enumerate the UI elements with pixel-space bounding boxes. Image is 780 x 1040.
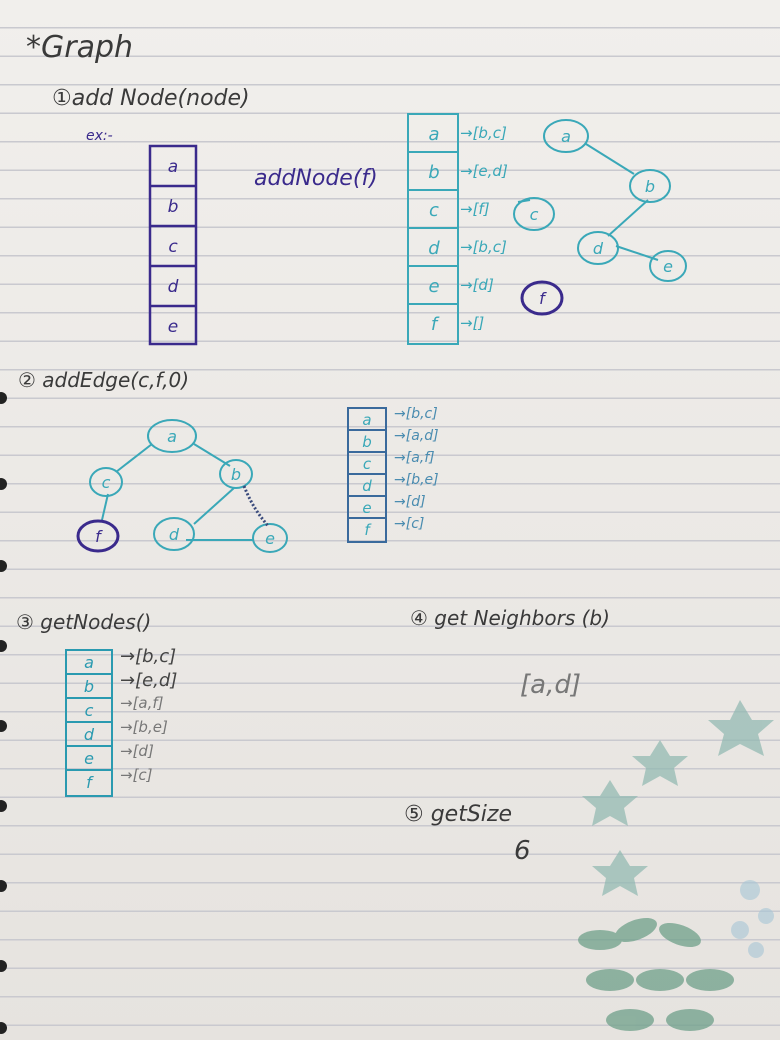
array-cell-label: f [364,521,372,539]
adjacency-list: →[] [460,314,485,332]
graph-diagram-1: a b c d e f [513,119,687,316]
adjacency-list: →[d] [460,276,494,294]
adjacency-list: →[c] [394,516,425,532]
background-pattern [578,700,774,1031]
array-cell-label: a [428,124,439,145]
array-cell-label: a [84,653,94,672]
graph-node-label: c [530,205,539,224]
binder-hole [0,960,7,972]
graph-node-label: b [645,177,655,196]
graph-node-label: e [265,529,275,548]
adjacency-list: →[a,f] [120,694,164,712]
array-cell-label: b [362,433,372,451]
graph-diagram-2: a c b f d e [76,419,288,553]
array-cell-label: b [168,197,179,217]
adjacency-list: →[b,c] [460,124,507,142]
size-result: 6 [514,836,531,866]
page-title: *Graph [26,30,134,65]
binder-hole [0,880,7,892]
adjacency-list: →[d] [394,494,426,510]
adjacency-list: →[b,c] [394,406,438,422]
array-cell-label: b [84,677,94,696]
array-cell-label: e [84,749,94,768]
section2-heading: ② addEdge(c,f,0) [18,368,189,392]
neighbors-result: [a,d] [520,670,581,700]
adjacency-list: →[b,e] [394,472,439,488]
binder-hole [0,560,7,572]
adjacency-list: →[f] [460,200,490,218]
array-cell-label: d [362,477,372,495]
example-label: ex:- [86,128,113,144]
adjacency-list: →[c] [120,766,153,784]
adjacency-list: →[e,d] [460,162,508,180]
adjacency-list: →[b,c] [460,238,507,256]
graph-node-label: f [539,289,547,308]
adjacency-list: →[d] [120,742,154,760]
adjacency-list: →[b,e] [120,718,168,736]
array-cell-label: c [363,455,372,473]
binder-hole [0,640,7,652]
graph-node-label: e [663,257,673,276]
adjacency-list: →[a,d] [394,428,439,444]
adjacency-list: →[b,c] [120,646,177,667]
binder-hole [0,1022,7,1034]
array-cell-label: c [429,200,439,221]
array-cell-label: a [362,411,371,429]
adjacency-list: →[e,d] [120,670,178,691]
graph-node-label: a [561,127,571,146]
addnode-call: addNode(f) [254,166,378,191]
array-cell-label: e [362,499,371,517]
binder-hole [0,720,7,732]
graph-node-label: d [593,239,604,258]
binder-hole [0,392,7,404]
section3-heading: ③ getNodes() [16,610,152,634]
array-cell-label: f [86,773,94,792]
array-cell-label: c [168,237,178,257]
binder-hole [0,478,7,490]
graph-node-label: d [169,525,180,544]
graph-node-label: c [102,473,111,492]
array-cell-label: f [431,314,440,335]
array-cell-label: d [84,725,95,744]
array-cell-label: e [168,317,178,337]
graph-node-label: f [95,527,103,546]
binder-hole [0,800,7,812]
array-cell-label: a [168,157,178,177]
section1-heading: ①add Node(node) [52,86,250,111]
section4-heading: ④ get Neighbors (b) [410,606,610,630]
section5-heading: ⑤ getSize [404,802,513,827]
array-cell-label: c [85,701,94,720]
array-cell-label: d [428,238,440,259]
array-cell-label: b [428,162,439,183]
array-cell-label: d [168,277,179,297]
graph-node-label: a [167,427,177,446]
array-cell-label: e [428,276,439,297]
graph-node-label: b [231,465,241,484]
adjacency-list: →[a,f] [394,450,435,466]
